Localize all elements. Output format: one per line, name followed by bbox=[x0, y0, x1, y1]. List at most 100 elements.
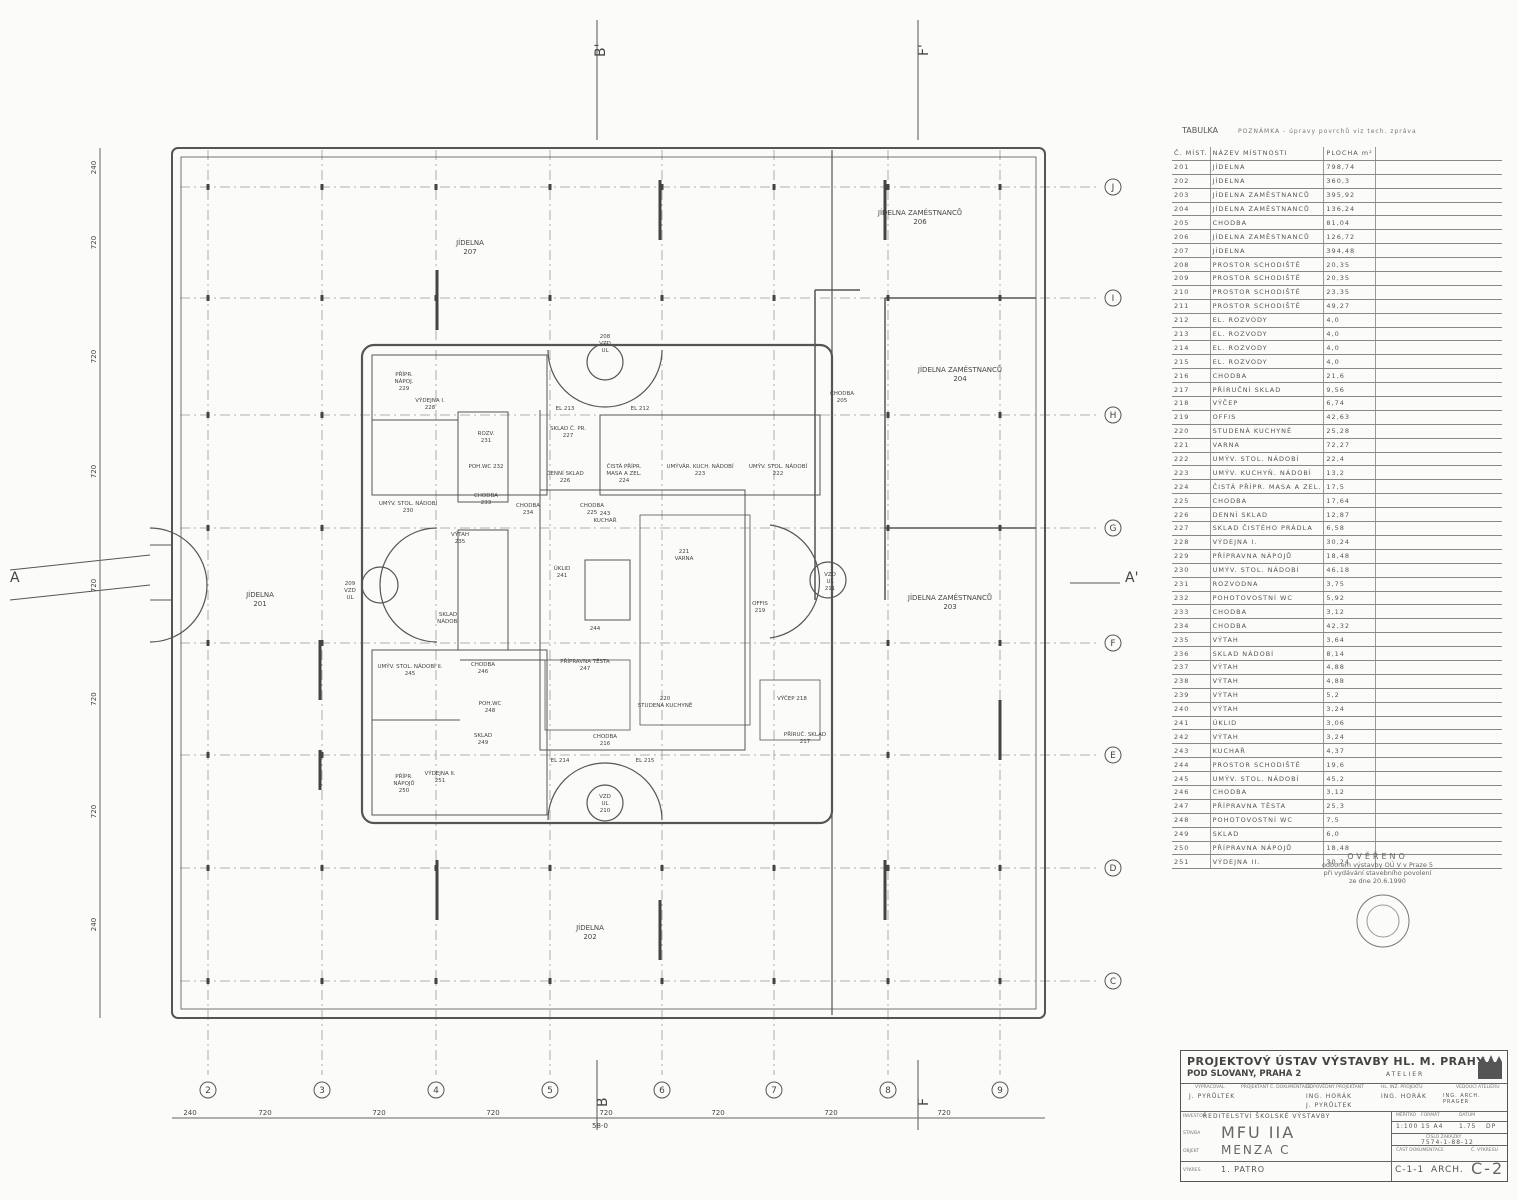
room-number: 218 bbox=[1172, 396, 1211, 411]
room-label-line: NÁPOJ. bbox=[395, 378, 414, 385]
room-label-232: POH.WC 232 bbox=[469, 464, 504, 470]
blank-cell bbox=[1375, 535, 1502, 550]
room-area: 22,4 bbox=[1323, 452, 1376, 467]
blank-cell bbox=[1375, 340, 1502, 356]
label: OBJEKT bbox=[1183, 1149, 1200, 1154]
room-area: 4,0 bbox=[1323, 340, 1376, 356]
room-number: 220 bbox=[1172, 424, 1211, 439]
room-label-line: VZD bbox=[344, 588, 356, 594]
blank-cell bbox=[1375, 188, 1502, 203]
section-mark: B bbox=[595, 1097, 611, 1107]
room-area: 4,0 bbox=[1323, 313, 1376, 328]
room-area: 30,24 bbox=[1323, 854, 1376, 870]
room-label-line: PŘÍPR. bbox=[395, 370, 413, 378]
room-area: 798,74 bbox=[1323, 160, 1376, 175]
room-label-line: CHODBA bbox=[580, 503, 604, 509]
room-name: UMÝV. KUCHYŇ. NÁDOBÍ bbox=[1210, 465, 1325, 481]
room-label-line: 224 bbox=[619, 478, 630, 484]
dimension-total: 58-0 bbox=[592, 1122, 608, 1130]
room-number: 212 bbox=[1172, 313, 1211, 328]
dimension: 720 bbox=[711, 1109, 724, 1117]
room-name: SKLAD NÁDOBÍ bbox=[1210, 646, 1325, 661]
blank-cell bbox=[1375, 604, 1502, 620]
blank-cell bbox=[1375, 646, 1502, 661]
room-area: 18,48 bbox=[1323, 841, 1376, 856]
label: ČÁST DOKUMENTACE bbox=[1396, 1148, 1444, 1153]
room-label-line: PŘÍPR. bbox=[395, 772, 413, 780]
room-name: VÝTAH bbox=[1210, 660, 1325, 675]
room-number: 229 bbox=[1172, 549, 1211, 564]
room-name: OFFIS bbox=[1210, 410, 1325, 425]
room-name: UMÝV. STOL. NÁDOBÍ bbox=[1210, 771, 1325, 786]
room-name: VÝTAH bbox=[1210, 702, 1325, 717]
room-area: 9,56 bbox=[1323, 382, 1376, 398]
room-label-line: 210 bbox=[600, 808, 611, 814]
grid-label: 9 bbox=[997, 1086, 1003, 1096]
blank-cell bbox=[1375, 147, 1502, 161]
room-area: 4,37 bbox=[1323, 743, 1376, 759]
room-label-el: EL 212 bbox=[631, 406, 650, 412]
room-area: 42,32 bbox=[1323, 618, 1376, 634]
room-label-line: 235 bbox=[455, 539, 466, 545]
room-number: 240 bbox=[1172, 702, 1211, 717]
room-number: 241 bbox=[1172, 716, 1211, 731]
room-label-line: 243 bbox=[600, 511, 611, 517]
room-label-line: VÝTAH bbox=[451, 531, 469, 538]
grid-bubble: 7 bbox=[765, 1081, 783, 1099]
room-number: 235 bbox=[1172, 632, 1211, 648]
room-number: 234 bbox=[1172, 618, 1211, 634]
room-area: 49,27 bbox=[1323, 299, 1376, 314]
chief: ING. HORÁK bbox=[1381, 1093, 1427, 1100]
room-area: 5,2 bbox=[1323, 688, 1376, 703]
label: FORMÁT bbox=[1421, 1113, 1440, 1118]
room-number: Č. MÍST. bbox=[1172, 147, 1211, 161]
room-label-line: 250 bbox=[399, 788, 410, 794]
room-name: PŘÍPRAVNA NÁPOJŮ bbox=[1210, 841, 1325, 856]
room-area: 23,35 bbox=[1323, 285, 1376, 300]
blank-cell bbox=[1375, 396, 1502, 411]
room-label-line: 208 bbox=[600, 334, 611, 340]
room-area: PLOCHA m² bbox=[1323, 147, 1376, 161]
label: STAVBA bbox=[1183, 1131, 1201, 1136]
room-label-line: 220 bbox=[660, 696, 671, 702]
grid-label: I bbox=[1112, 294, 1115, 304]
room-label-line: JÍDELNA ZAMĚSTNANCŮ bbox=[877, 208, 962, 217]
grid-label: 8 bbox=[885, 1086, 891, 1096]
org-address: POD SLOVANY, PRAHA 2 bbox=[1187, 1069, 1302, 1079]
grid-bubble: 8 bbox=[879, 1081, 897, 1099]
dimension: 720 bbox=[90, 805, 98, 818]
room-area: 19,6 bbox=[1323, 757, 1376, 773]
room-label-el: EL 215 bbox=[636, 758, 655, 764]
room-label-line: 247 bbox=[580, 666, 591, 672]
room-name: CHODBA bbox=[1210, 493, 1325, 509]
room-label-line: 211 bbox=[825, 586, 836, 592]
room-label-line: 223 bbox=[695, 471, 706, 477]
grid-bubble: D bbox=[1104, 859, 1122, 877]
room-label-line: CHODBA bbox=[830, 391, 854, 397]
grid-bubble: 2 bbox=[199, 1081, 217, 1099]
room-area: 17,5 bbox=[1323, 479, 1376, 495]
label: VYPRACOVAL bbox=[1195, 1085, 1225, 1090]
grid-bubble: 4 bbox=[427, 1081, 445, 1099]
room-area: 360,3 bbox=[1323, 174, 1376, 189]
blank-cell bbox=[1375, 507, 1502, 523]
room-label-line: UMÝVÁR. KUCH. NÁDOBÍ bbox=[666, 463, 734, 470]
room-number: 219 bbox=[1172, 410, 1211, 425]
